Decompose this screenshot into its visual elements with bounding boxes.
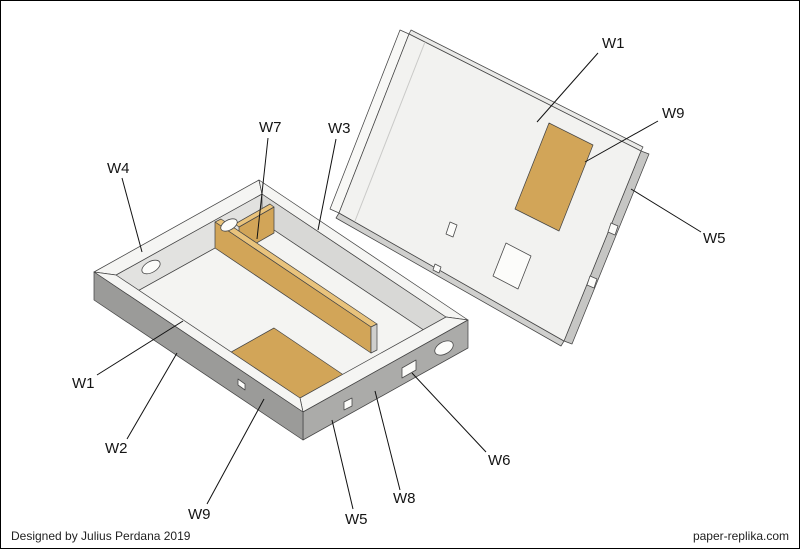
tray-oval-hole-right [434,340,454,356]
leader-w1-lid [536,52,599,123]
label-w6-tray: W6 [488,452,511,469]
website-credit: paper-replika.com [692,529,789,543]
leader-w8-tray [374,390,401,491]
label-w4-tray: W4 [107,160,130,177]
label-w1-tray: W1 [72,375,95,392]
lid-hole-rect [492,242,532,290]
leader-w5-tray [331,419,354,510]
tray-part [93,179,469,441]
leader-w1-tray [96,320,184,376]
label-w9-lid: W9 [662,105,685,122]
lid-crease-line [354,41,426,222]
lid-notch [432,263,442,274]
tray-divider-endcap [370,323,378,354]
lid-edge-slot-2 [586,275,598,289]
label-w2-tray: W2 [105,440,128,457]
leader-lines [96,52,702,510]
leader-w2-tray [126,352,178,440]
tray-slot-frontleft [237,378,246,391]
label-w8-tray: W8 [393,490,416,507]
leader-w3-tray [317,138,337,231]
lid-part [329,29,650,347]
label-w5-tray: W5 [345,511,368,528]
lid-slot-small [445,221,458,238]
label-w1-lid: W1 [602,35,625,52]
lid-edge-slot-1 [607,222,619,236]
tray-oval-hole-back [220,218,238,232]
label-w7-tray: W7 [259,119,282,136]
lid-cardboard-strip [514,122,594,232]
label-w3-tray: W3 [328,120,351,137]
leader-w7-tray [256,137,269,240]
tray-rect-hole-w6 [401,359,417,379]
tray-oval-hole-left [141,259,161,275]
leader-w9-tray [206,398,265,505]
tray-cross-piece-top [234,203,275,228]
part-labels: W1 W9 W5 W4 W7 W3 W1 W2 W9 W5 W8 W6 [72,35,726,528]
label-w9-tray: W9 [188,506,211,523]
leader-w6-tray [411,372,487,453]
leader-w9-lid [584,120,659,163]
tray-rect-hole-small [343,397,353,411]
designer-credit: Designed by Julius Perdana 2019 [11,529,191,543]
leader-w5-lid [630,188,702,233]
leader-w4-tray [121,177,143,253]
lid-main-face [338,33,642,342]
label-w5-lid: W5 [703,230,726,247]
tray-frontleft-wall-outer [93,271,304,441]
